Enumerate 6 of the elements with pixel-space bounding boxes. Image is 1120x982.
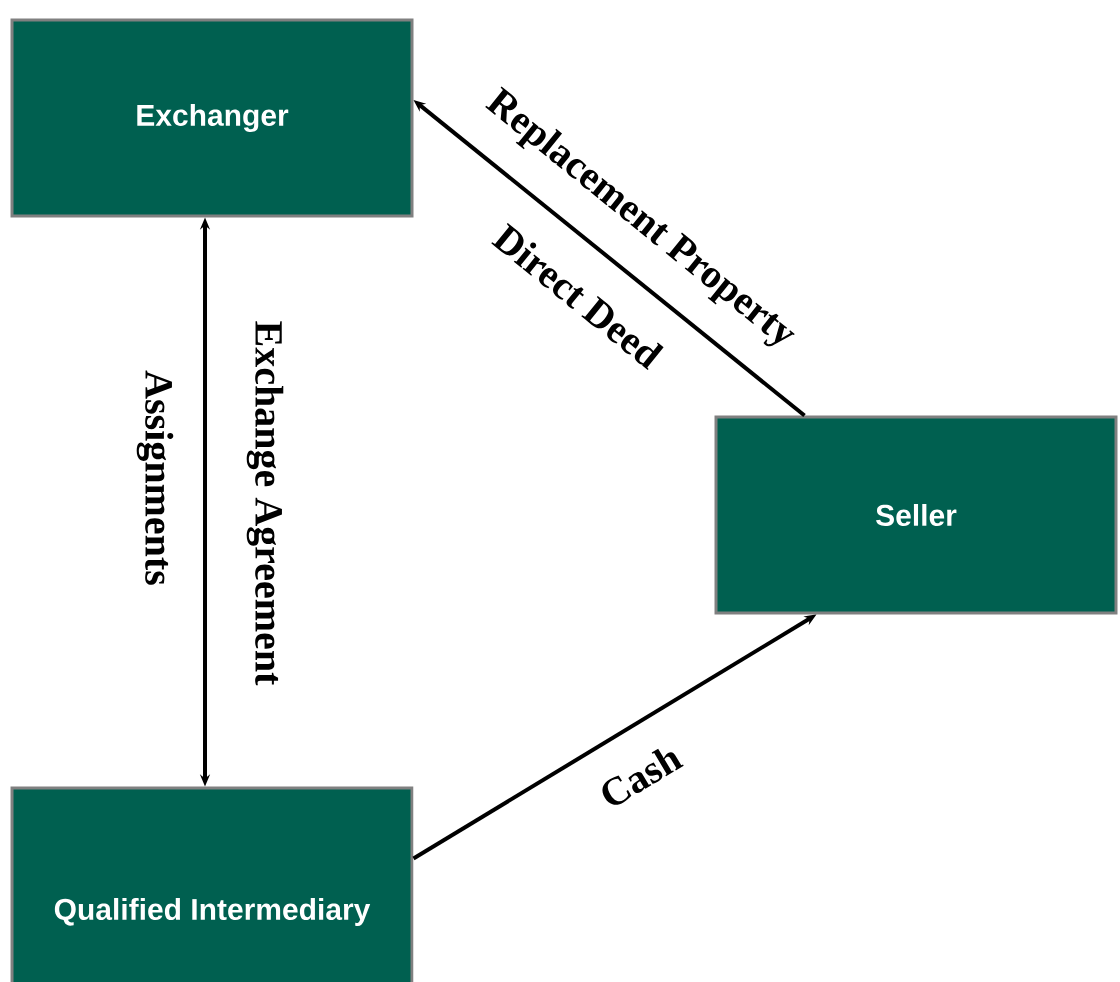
side-label: Assignments xyxy=(135,369,175,587)
process-box: Seller xyxy=(714,415,1118,615)
process-box: Qualified Intermediary xyxy=(10,786,414,982)
edge-label: Cash xyxy=(594,740,686,812)
process-box: Exchanger xyxy=(10,18,414,218)
edge-label: Exchange Agreement xyxy=(245,319,285,687)
